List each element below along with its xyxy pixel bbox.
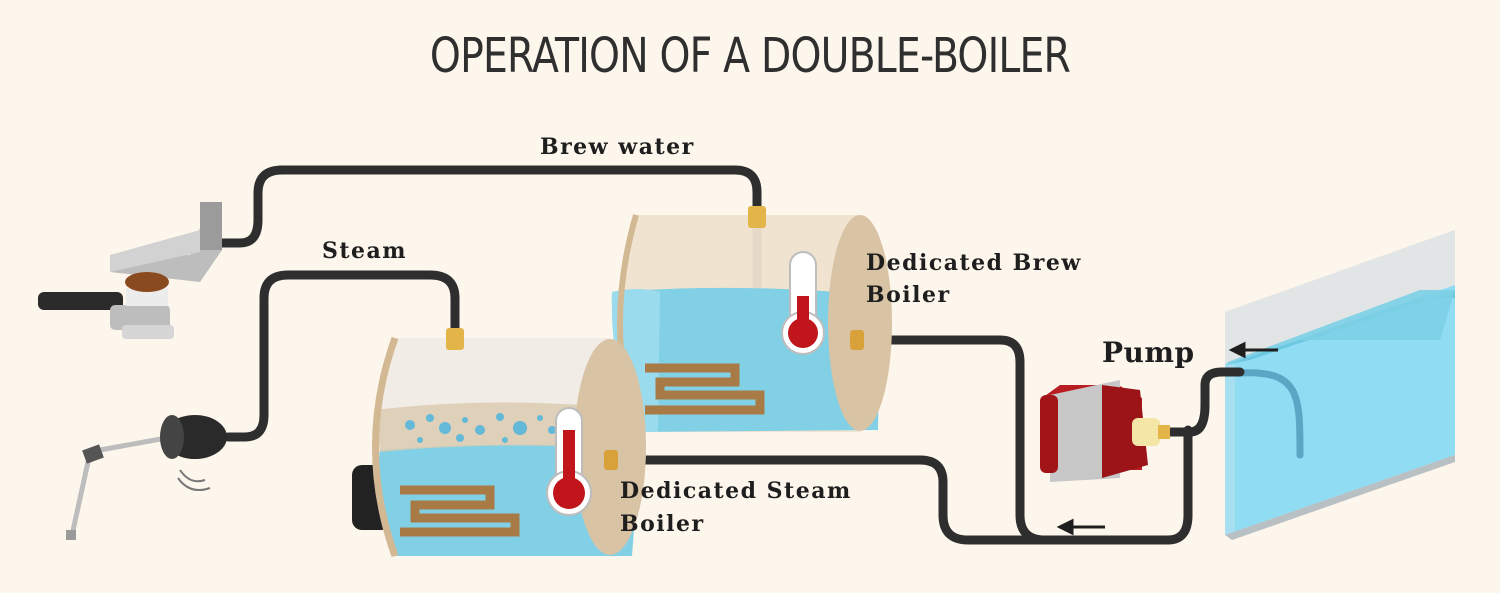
steam-thermometer <box>546 407 592 516</box>
brew-water-pipe <box>217 165 762 357</box>
group-head <box>110 202 222 282</box>
pump-intake-pipe <box>1163 367 1245 437</box>
pump <box>1040 380 1170 482</box>
brew-thermometer <box>781 251 825 355</box>
rotate-arrows-icon <box>177 469 211 491</box>
steam-inlet-fitting <box>446 328 464 350</box>
steam-heating-coil <box>400 485 520 537</box>
brew-heating-coil <box>645 363 765 415</box>
brew-inlet-fitting <box>748 206 766 228</box>
portafilter <box>38 272 174 339</box>
pipes <box>217 165 1245 545</box>
brew-outlet-fitting <box>850 330 864 350</box>
pump-label: Pump <box>1102 336 1195 369</box>
brew-boiler-label-line2: Boiler <box>866 282 951 308</box>
brew-boiler <box>611 206 892 433</box>
brew-boiler-label-line1: Dedicated Brew <box>866 250 1082 276</box>
steam-boiler-label-line1: Dedicated Steam <box>620 478 852 504</box>
steam-boiler-label-line2: Boiler <box>620 511 705 537</box>
brew-water-label: Brew water <box>540 134 695 160</box>
steam-boiler-feed-pipe <box>610 455 1050 545</box>
steam-wand <box>66 415 227 540</box>
steam-boiler <box>352 328 646 558</box>
steam-pipe <box>223 270 460 442</box>
steam-label: Steam <box>322 238 407 264</box>
flow-arrows <box>1056 341 1278 536</box>
steam-bubbles <box>405 413 556 443</box>
diagram-title: OPERATION OF A DOUBLE-BOILER <box>429 28 1071 84</box>
water-tank <box>1225 230 1455 540</box>
steam-outlet-fitting <box>604 450 618 470</box>
brew-boiler-feed-pipe <box>860 335 1193 545</box>
